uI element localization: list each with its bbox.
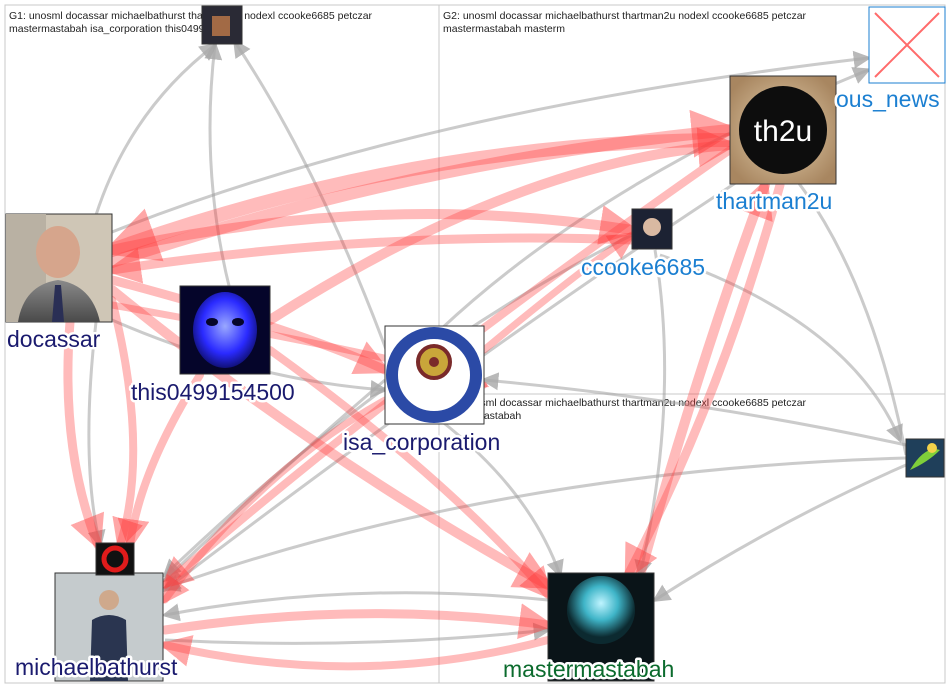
edge [659, 253, 903, 444]
edge [623, 180, 785, 582]
avatar-docassar-head [36, 226, 80, 278]
edge [161, 591, 549, 622]
edge [158, 635, 552, 671]
avatar-thartman2u-text: th2u [754, 115, 812, 148]
edge [104, 233, 637, 284]
edge [106, 109, 740, 268]
node-mastermastabah[interactable]: mastermastabah [501, 572, 677, 685]
edge [164, 622, 552, 645]
group-label-g3: G3: unosml docassar michaelbathurst thar… [443, 397, 807, 409]
edge [635, 177, 773, 580]
avatar-this0499154500-eye-right [232, 318, 244, 326]
group-frame-g3 [438, 393, 946, 684]
edge [94, 42, 218, 216]
edge [634, 249, 667, 579]
avatar-isa-corporation-center [429, 357, 439, 367]
edge [108, 296, 143, 552]
group-label-g2-line2: mastermastabah masterm [443, 23, 565, 35]
edge [63, 317, 105, 552]
edge [111, 50, 872, 234]
avatar-thartman2u-circle [739, 86, 827, 174]
node-label-this0499154500: this0499154500 [131, 379, 295, 405]
group-label-g1: G1: unosml docassar michaelbathurst thar… [9, 10, 373, 22]
edge [480, 231, 637, 354]
node-label-docassar: docassar [7, 326, 101, 352]
edge [204, 41, 232, 291]
unosml-logo-icon [101, 545, 129, 573]
node-label-isa-corporation: isa_corporation [343, 429, 500, 455]
avatar-g1-top-accent [212, 16, 230, 36]
avatar-docassar-tie [52, 285, 64, 322]
node-label-news: ous_news [836, 86, 940, 112]
edge [107, 205, 640, 255]
group-label-g2: G2: unosml docassar michaelbathurst thar… [443, 10, 807, 22]
edge [107, 275, 392, 375]
edge [651, 463, 907, 602]
node-green-logo[interactable] [905, 438, 945, 478]
green-logo-icon [910, 449, 940, 470]
group-label-g1-line2: mastermastabah isa_corporation this04991… [9, 23, 240, 35]
strong-edges [63, 109, 785, 671]
node-label-mastermastabah: mastermastabah [503, 656, 674, 682]
avatar-mastermastabah-earth [567, 576, 635, 644]
node-this0499154500[interactable]: this0499154500 [129, 285, 297, 408]
edge [233, 39, 392, 361]
edge [117, 371, 204, 552]
avatar-ccooke6685-face [643, 218, 661, 236]
node-docassar[interactable]: docassar [5, 213, 113, 355]
edge [107, 285, 556, 590]
avatar-this0499154500-face [193, 292, 257, 368]
node-news[interactable]: ous_news [834, 6, 946, 115]
node-michaelbathurst[interactable]: michaelbathurst [13, 572, 180, 683]
edge [160, 603, 556, 640]
node-label-thartman2u: thartman2u [716, 188, 832, 214]
edge [266, 346, 553, 600]
edge [480, 372, 907, 447]
node-unosml[interactable] [95, 542, 135, 576]
green-logo-sun [927, 443, 937, 453]
node-ccooke6685[interactable]: ccooke6685 [579, 208, 708, 283]
avatar-this0499154500-eye-left [206, 318, 218, 326]
node-g1-top[interactable] [201, 5, 243, 45]
avatar-michaelbathurst-body [90, 615, 128, 681]
edge [265, 127, 738, 325]
node-thartman2u[interactable]: th2u thartman2u [714, 75, 837, 217]
node-isa-corporation[interactable]: isa_corporation [341, 325, 503, 458]
node-label-michaelbathurst: michaelbathurst [15, 654, 178, 680]
avatar-michaelbathurst-head [99, 590, 119, 610]
edge [161, 396, 389, 605]
edge [101, 133, 737, 262]
node-label-ccooke6685: ccooke6685 [581, 254, 705, 280]
broken-image-icon [874, 12, 940, 78]
